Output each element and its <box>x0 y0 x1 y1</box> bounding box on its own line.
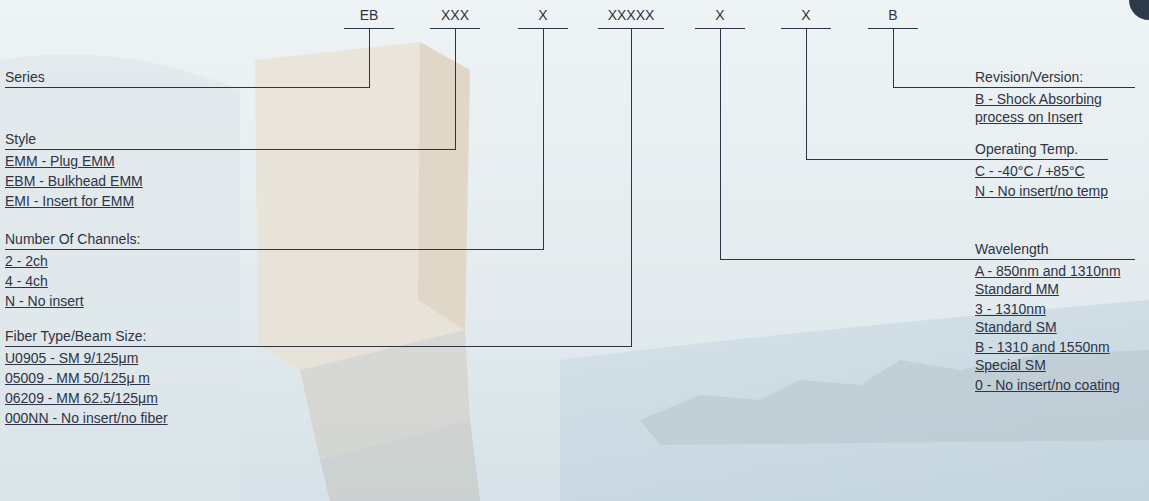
field-description: Number Of Channels: 2 - 2ch 4 - 4ch N - No … <box>5 230 140 310</box>
mast-shadow <box>0 54 240 501</box>
code-segment: X <box>518 6 568 29</box>
code-letters: X <box>518 6 568 24</box>
field-heading: Fiber Type/Beam Size: <box>5 327 168 347</box>
option-text: 06209 - MM 62.5/125μm <box>5 389 168 407</box>
option-text: U0905 - SM 9/125μm <box>5 349 168 367</box>
option-text: B - Shock Absorbing process on Insert <box>975 90 1135 126</box>
option-text: C - -40°C / +85°C <box>975 162 1108 180</box>
field-description: Operating Temp. C - -40°C / +85°C N - No i… <box>975 140 1108 200</box>
code-letters: X <box>695 6 745 24</box>
option-text: 05009 - MM 50/125μ m <box>5 369 168 387</box>
code-segment: XXX <box>430 6 480 29</box>
field-description: StyleEMM - Plug EMM EBM - Bulkhead EMM EMI… <box>5 130 143 210</box>
option-text: B - 1310 and 1550nm Special SM <box>975 338 1135 374</box>
option-text: EMI - Insert for EMM <box>5 192 143 210</box>
ship-silhouette <box>640 350 1149 445</box>
option-text: 0 - No insert/no coating <box>975 376 1135 394</box>
option-text: 3 - 1310nm Standard SM <box>975 300 1085 336</box>
field-heading: Wavelength <box>975 240 1135 260</box>
leader-line <box>894 29 976 88</box>
option-text: 4 - 4ch <box>5 272 140 290</box>
field-description: Revision/Version:B - Shock Absorbing pro… <box>975 68 1135 126</box>
option-text: EMM - Plug EMM <box>5 152 143 170</box>
code-segment: X <box>781 6 831 29</box>
option-text: N - No insert <box>5 292 140 310</box>
code-letters: X <box>781 6 831 24</box>
option-text: 000NN - No insert/no fiber <box>5 409 168 427</box>
code-letters: B <box>868 6 918 24</box>
field-heading: Style <box>5 130 143 150</box>
radar-base <box>320 420 480 501</box>
sea <box>560 300 1149 501</box>
radar-side <box>418 42 470 330</box>
leader-line <box>721 29 976 260</box>
field-heading: Operating Temp. <box>975 140 1108 160</box>
code-segment: B <box>868 6 918 29</box>
option-text: N - No insert/no temp <box>975 182 1108 200</box>
leader-line <box>140 29 543 250</box>
leader-line <box>807 29 976 160</box>
code-letters: XXXXX <box>598 6 664 24</box>
option-text: 2 - 2ch <box>5 252 140 270</box>
field-description: WavelengthA - 850nm and 1310nm Standard … <box>975 240 1135 394</box>
radar-panel <box>255 42 470 370</box>
field-heading: Series <box>5 68 45 88</box>
code-segment: X <box>695 6 745 29</box>
option-text: A - 850nm and 1310nm Standard MM <box>975 262 1135 298</box>
field-description: Fiber Type/Beam Size: U0905 - SM 9/125μm 0… <box>5 327 168 427</box>
field-description: Series <box>5 68 45 90</box>
code-segment: XXXXX <box>598 6 664 29</box>
leader-line <box>168 29 632 347</box>
leader-line <box>143 29 456 150</box>
code-segment: EB <box>344 6 394 29</box>
code-letters: XXX <box>430 6 480 24</box>
field-heading: Revision/Version: <box>975 68 1135 88</box>
code-letters: EB <box>344 6 394 24</box>
option-text: EBM - Bulkhead EMM <box>5 172 143 190</box>
leader-line <box>45 29 370 88</box>
corner-tab <box>1129 0 1149 20</box>
field-heading: Number Of Channels: <box>5 230 140 250</box>
